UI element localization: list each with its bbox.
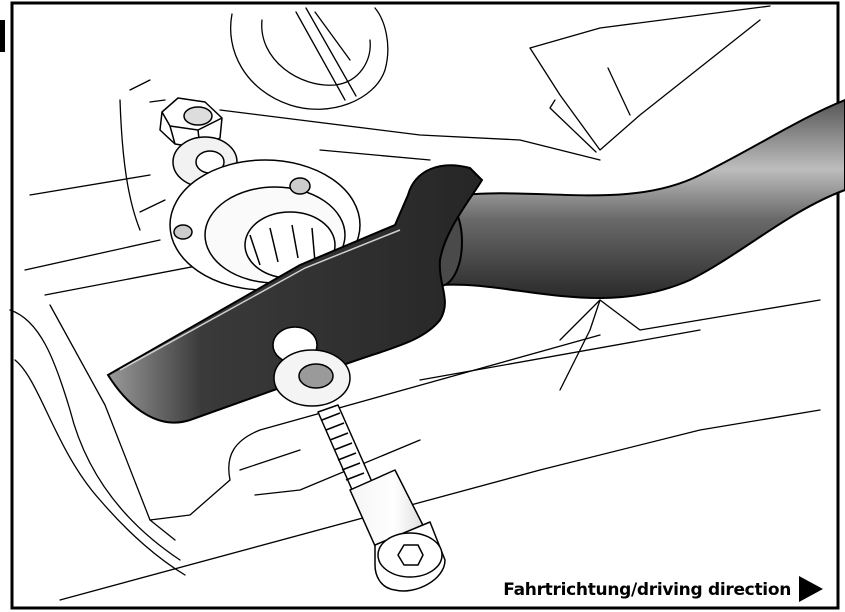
stabilizer-bar (417, 98, 845, 299)
frame-border (10, 1, 840, 610)
hex-nut (159, 97, 223, 149)
frame-tab (0, 20, 5, 52)
washer-top (172, 136, 238, 188)
bearing-housing (169, 159, 361, 291)
bracket (106, 164, 484, 424)
direction-arrow-icon (799, 576, 823, 602)
washer-bottom (273, 349, 351, 407)
driving-direction-label: Fahrtrichtung/driving direction (503, 580, 791, 600)
socket-head-bolt (317, 404, 446, 592)
background-chassis-lines (9, 5, 821, 601)
